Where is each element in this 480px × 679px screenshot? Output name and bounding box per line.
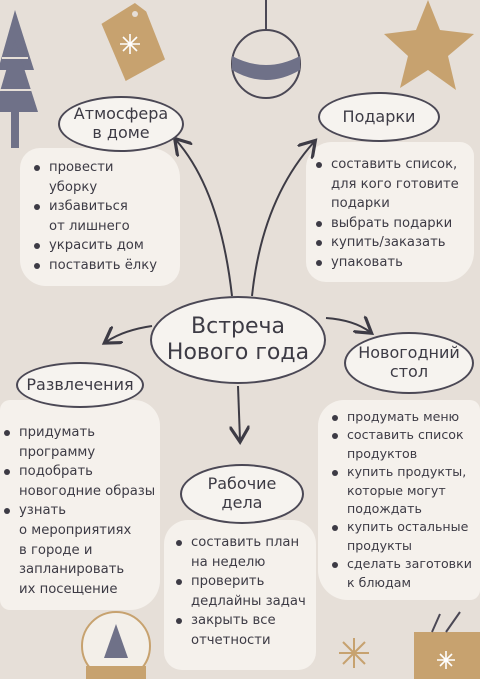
list-item-line: подобрать bbox=[19, 464, 93, 480]
list-item-line: продумать меню bbox=[347, 409, 460, 424]
snow-globe-icon bbox=[81, 611, 151, 679]
list-item-line: проверить bbox=[191, 574, 265, 590]
card-gifts bbox=[306, 142, 474, 282]
list-item-line: придумать bbox=[19, 425, 95, 440]
christmas-tree-icon bbox=[0, 10, 38, 148]
node-table-title: Новогодний стол bbox=[344, 332, 474, 394]
list-item: упаковать bbox=[314, 253, 459, 273]
list-item-line: сделать заготовки bbox=[347, 556, 472, 572]
list-item-line: для кого готовите bbox=[331, 176, 459, 192]
list-item-line: составить список, bbox=[331, 157, 458, 172]
table-title-line1: Новогодний bbox=[358, 343, 460, 363]
list-item-line: которые могут bbox=[347, 482, 446, 498]
list-item-line: провести bbox=[49, 160, 114, 175]
list-item: украсить дом bbox=[32, 236, 157, 256]
list-item-line: на неделю bbox=[191, 554, 266, 570]
list-item: подобрать новогодние образы bbox=[2, 462, 155, 501]
list-item-line: закрыть все bbox=[191, 613, 276, 629]
arrow-to-table bbox=[325, 318, 370, 332]
list-item-line: украсить дом bbox=[49, 238, 144, 254]
gifts-title: Подарки bbox=[342, 106, 416, 126]
list-item: узнать о мероприятиях в городе и запланиров… bbox=[2, 501, 155, 599]
list-item-line: о мероприятиях bbox=[19, 522, 132, 538]
arrow-to-home bbox=[176, 140, 233, 297]
list-home: провести уборку избавиться от лишнего украси… bbox=[32, 158, 157, 276]
center-title-line2: Нового года bbox=[166, 340, 310, 365]
list-item-line: избавиться bbox=[49, 199, 128, 215]
gift-tag-icon bbox=[101, 2, 166, 82]
card-fun bbox=[0, 400, 160, 610]
list-item: продумать меню bbox=[330, 408, 472, 426]
arrow-to-gifts bbox=[251, 142, 314, 297]
list-item-line: купить/заказать bbox=[331, 235, 446, 251]
card-home bbox=[20, 148, 180, 286]
arrow-to-fun bbox=[106, 325, 153, 342]
list-item: купить остальные продукты bbox=[330, 518, 472, 555]
list-gifts: составить список, для кого готовите подарк… bbox=[314, 155, 459, 273]
ornament-ball-icon bbox=[231, 0, 301, 99]
list-item-line: от лишнего bbox=[49, 218, 130, 234]
list-item-line: дедлайны задач bbox=[191, 593, 306, 609]
list-item-line: запланировать bbox=[19, 562, 125, 578]
list-item-line: упаковать bbox=[331, 254, 403, 270]
card-work bbox=[164, 520, 316, 670]
list-item: составить список продуктов bbox=[330, 426, 472, 463]
list-item-line: новогодние образы bbox=[19, 483, 156, 499]
list-item-line: их посещение bbox=[19, 581, 118, 597]
list-item: придумать программу bbox=[2, 423, 155, 462]
list-item-line: выбрать подарки bbox=[331, 215, 453, 231]
home-title-line1: Атмосфера bbox=[73, 104, 169, 124]
sparkle-icon bbox=[339, 638, 369, 668]
list-item: купить/заказать bbox=[314, 233, 459, 253]
list-item-line: составить список bbox=[347, 427, 464, 443]
gift-box-icon bbox=[414, 611, 480, 679]
list-item-line: купить продукты, bbox=[347, 464, 467, 480]
list-item-line: подождать bbox=[347, 501, 422, 517]
list-item-line: в городе и bbox=[19, 542, 93, 558]
list-item: выбрать подарки bbox=[314, 214, 459, 234]
list-item: составить план на неделю bbox=[174, 533, 306, 572]
home-title-line2: в доме bbox=[92, 123, 150, 142]
node-home-title: Атмосфера в доме bbox=[58, 96, 184, 152]
list-fun: придумать программу подобрать новогодние об… bbox=[2, 423, 155, 599]
list-item-line: к блюдам bbox=[347, 574, 411, 590]
arrow-to-work bbox=[238, 385, 240, 440]
table-title-line2: стол bbox=[389, 362, 429, 381]
list-item-line: продукты bbox=[347, 537, 412, 553]
list-item-line: уборку bbox=[49, 179, 98, 195]
list-item: провести уборку bbox=[32, 158, 157, 197]
list-item-line: отчетности bbox=[191, 632, 271, 648]
list-item: купить продукты, которые могут подождать bbox=[330, 463, 472, 518]
star-icon bbox=[384, 0, 474, 90]
list-item: поставить ёлку bbox=[32, 256, 157, 276]
list-item-line: купить остальные bbox=[347, 519, 469, 535]
list-item: избавиться от лишнего bbox=[32, 197, 157, 236]
work-title-line1: Рабочие bbox=[207, 474, 277, 494]
center-title-line1: Встреча bbox=[191, 314, 285, 340]
list-item: проверить дедлайны задач bbox=[174, 572, 306, 611]
work-title-line2: дела bbox=[221, 493, 263, 512]
list-item-line: поставить ёлку bbox=[49, 257, 158, 273]
list-item: сделать заготовки к блюдам bbox=[330, 555, 472, 592]
list-item-line: составить план bbox=[191, 535, 300, 550]
center-node: Встреча Нового года bbox=[150, 296, 326, 384]
list-item: закрыть все отчетности bbox=[174, 611, 306, 650]
card-table bbox=[318, 400, 480, 600]
list-item-line: программу bbox=[19, 444, 96, 460]
list-item: составить список, для кого готовите подарк… bbox=[314, 155, 459, 214]
list-work: составить план на неделю проверить дедлайны… bbox=[174, 533, 306, 651]
list-item-line: продуктов bbox=[347, 445, 418, 461]
fun-title: Развлечения bbox=[26, 374, 134, 394]
list-item-line: подарки bbox=[331, 196, 390, 212]
node-gifts-title: Подарки bbox=[318, 92, 440, 142]
node-work-title: Рабочие дела bbox=[180, 464, 304, 524]
node-fun-title: Развлечения bbox=[16, 362, 144, 408]
list-item-line: узнать bbox=[19, 503, 66, 519]
list-table: продумать меню составить список продуктов к… bbox=[330, 408, 472, 592]
